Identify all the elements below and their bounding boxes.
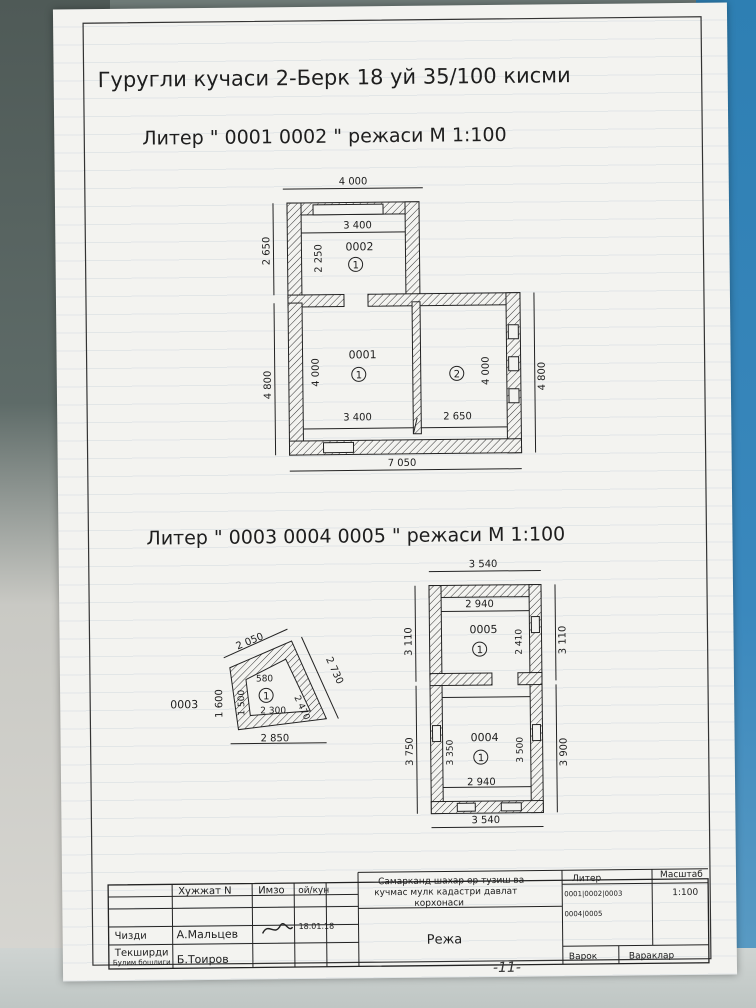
drawing-frame [82,16,712,966]
org-line-2: кучмас мулк кадастри давлат [374,887,517,898]
room-0002-height: 2 250 [313,244,324,273]
dim-bottom-plan2: 3 540 [471,815,500,826]
org-line-1: Самарканд шахар ер тузиш ва [378,876,524,888]
document-sheet: Гуругли кучаси 2-Берк 18 уй 35/100 кисми… [52,2,738,982]
room-2-height: 4 000 [481,356,492,385]
dim-bottom-plan1: 7 050 [388,458,417,469]
dim-left-upper-plan2: 3 110 [403,627,414,656]
room-0001-id: 0001 [348,348,376,361]
room-0004-width: 2 940 [467,777,496,788]
room-0004-height: 3 500 [516,737,526,763]
dim-left-lower-plan1: 4 800 [263,371,274,400]
dim-left-upper-plan1: 2 650 [261,237,272,266]
role-head: Булим бошлиги [113,958,171,967]
sheet-label: Варок [569,952,598,962]
dim-top-plan3: 2 050 [235,631,266,652]
name-head: Б.Тоиров [177,953,229,967]
dim-top-plan1: 4 000 [339,176,368,187]
dim-left-plan3: 1 600 [214,689,225,718]
room-0004-inner-left: 3 350 [446,739,456,765]
room-0005-width: 2 940 [465,599,494,610]
plan3-num: 1 [263,691,269,702]
room-0004-num: 1 [478,753,484,764]
scale-label: Масштаб [660,870,703,880]
room-0002-id: 0002 [345,240,373,253]
floor-plan-drawing: Гуругли кучаси 2-Берк 18 уй 35/100 кисми… [82,16,712,970]
dim-bottom-plan3: 2 850 [261,733,290,744]
dim-top-plan2: 3 540 [469,559,498,570]
date-drawn: 18.01.18 [298,922,334,931]
liter-label: Литер [572,874,601,884]
role-drawn: Чизди [115,931,147,942]
room-0005-num: 1 [477,645,483,656]
dim-right-lower-plan2: 3 900 [559,738,570,767]
signature [261,923,294,934]
dim-right-upper-plan2: 3 110 [557,626,568,655]
plan-0001-0002: 4 000 2 650 4 800 4 800 7 050 3 400 2 25… [261,176,548,472]
address-heading: Гуругли кучаси 2-Берк 18 уй 35/100 кисми [98,63,571,92]
liter2-heading: Литер " 0003 0004 0005 " режаси М 1:100 [146,523,565,549]
room-0005-id: 0005 [469,623,497,636]
liter-value-1: 0001|0002|0003 [564,890,622,899]
scale-value: 1:100 [672,888,698,898]
plan-0003: 2 050 2 730 1 600 0003 2 850 580 1 500 2… [170,628,345,744]
col-date: ой/кун [298,886,329,896]
dim-right-plan3: 2 730 [323,655,345,686]
room-0001-num: 1 [356,370,362,381]
plan-0004-0005: 3 540 3 540 3 110 3 750 3 110 3 900 2 94… [403,559,570,829]
room-0004-id: 0004 [471,731,499,744]
inner-top-plan3: 580 [256,674,274,684]
name-drawn: А.Мальцев [177,928,239,942]
col-doc: Хужжат N [178,886,232,898]
inner-left-plan3: 1 500 [237,690,247,716]
doc-title: Режа [427,932,463,947]
dim-right-plan1: 4 800 [537,362,548,391]
room-0002-width: 3 400 [343,220,372,231]
inner-bottom-plan3: 2 300 [260,706,286,716]
plan3-id: 0003 [170,698,198,711]
dim-left-lower-plan2: 3 750 [405,737,416,766]
sheets-label: Вараклар [629,951,675,961]
liter-value-2: 0004|0005 [564,910,602,918]
room-0001-width: 3 400 [343,412,372,423]
room-2-width: 2 650 [443,411,472,422]
room-0005-height: 2 410 [514,629,524,655]
room-2-num: 2 [454,369,460,380]
role-checked: Текширди [114,947,169,959]
col-sign: Имзо [258,885,285,896]
room-0002-num: 1 [353,260,359,271]
liter1-heading: Литер " 0001 0002 " режаси М 1:100 [142,124,507,150]
page-number: -11- [492,959,521,976]
org-line-3: корхонаси [414,898,464,909]
title-block: Хужжат N Имзо ой/кун Самарканд шахар ер … [107,868,710,970]
room-0001-height: 4 000 [311,358,322,387]
